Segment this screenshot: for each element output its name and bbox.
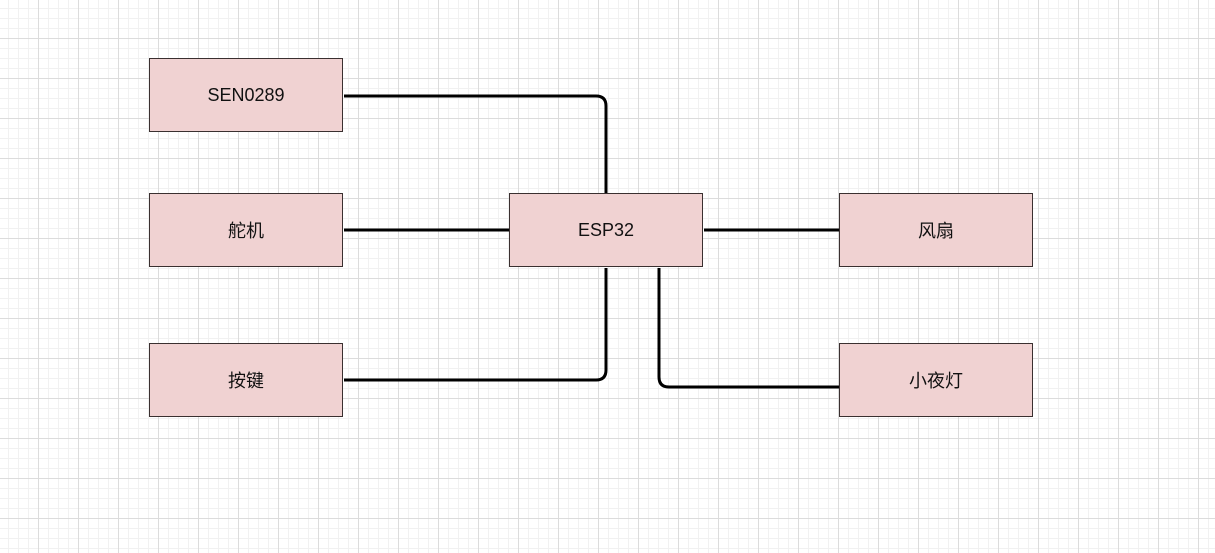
edge-sensor-to-mcu [344, 94, 608, 193]
node-servo[interactable]: 舵机 [149, 193, 343, 267]
node-sensor[interactable]: SEN0289 [149, 58, 343, 132]
node-button-label: 按键 [228, 371, 264, 391]
node-button[interactable]: 按键 [149, 343, 343, 417]
node-mcu[interactable]: ESP32 [509, 193, 703, 267]
node-fan-label: 风扇 [918, 221, 954, 241]
node-servo-label: 舵机 [228, 221, 264, 241]
node-night-light[interactable]: 小夜灯 [839, 343, 1033, 417]
node-night-light-label: 小夜灯 [909, 371, 963, 391]
edge-mcu-to-night-light [657, 268, 839, 389]
edge-button-to-mcu [344, 268, 608, 382]
node-mcu-label: ESP32 [577, 219, 635, 240]
node-fan[interactable]: 风扇 [839, 193, 1033, 267]
node-sensor-label: SEN0289 [207, 84, 285, 105]
